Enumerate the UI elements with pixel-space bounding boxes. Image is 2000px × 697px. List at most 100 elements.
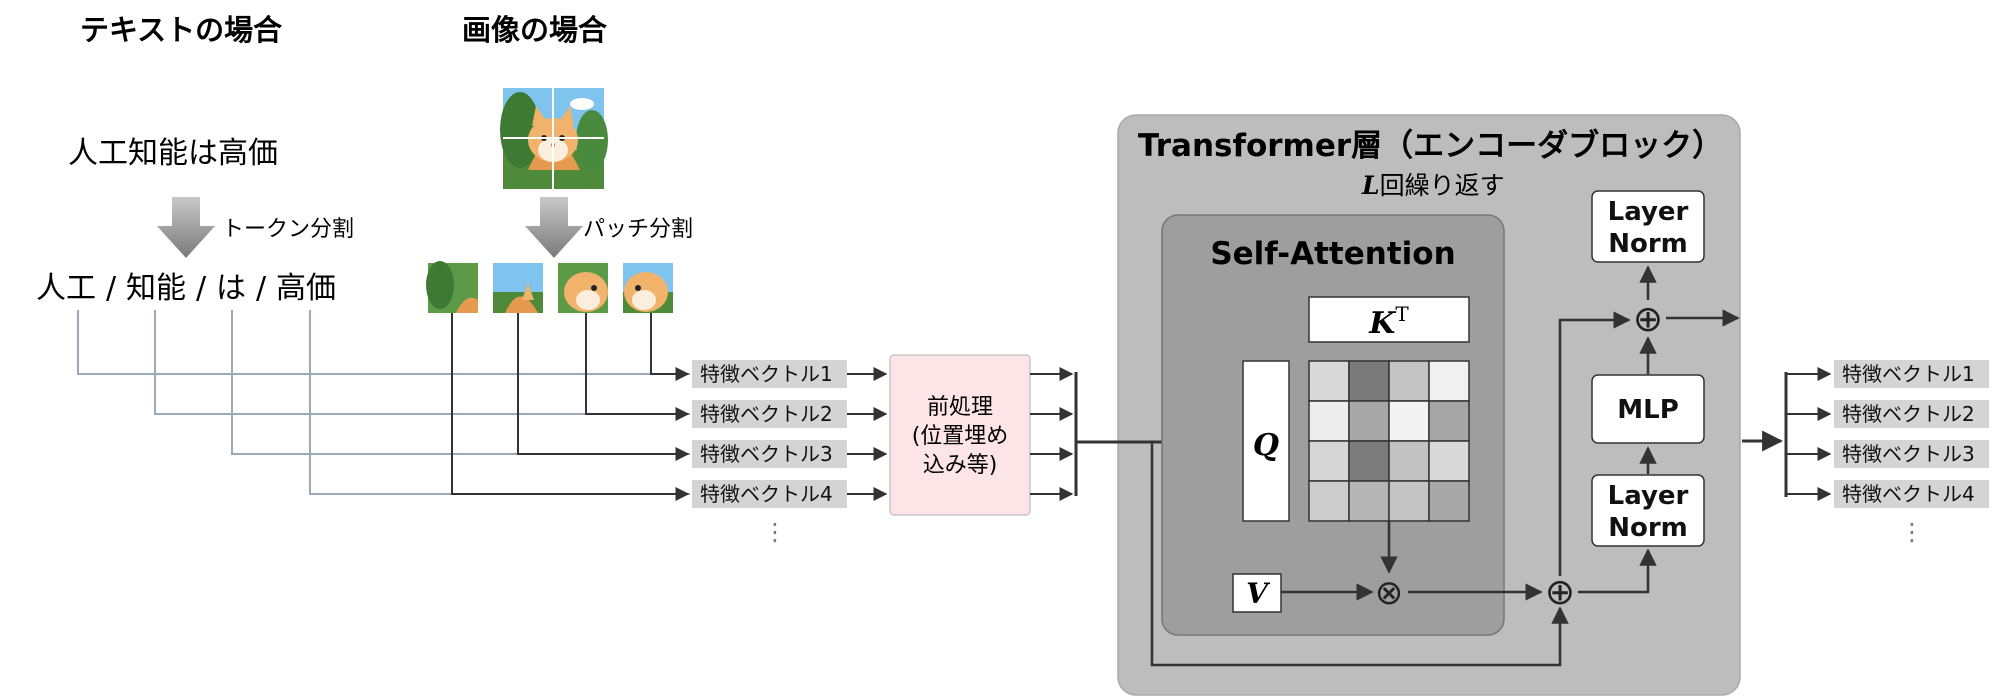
add-icon-2: ⊕ bbox=[1633, 299, 1663, 340]
k-superscript: T bbox=[1395, 302, 1409, 326]
svg-text:KT: KT bbox=[1368, 302, 1409, 341]
input-vector-3: 特徴ベクトル3 bbox=[692, 440, 847, 468]
input-vector-list: 特徴ベクトル1 特徴ベクトル2 特徴ベクトル3 特徴ベクトル4 ⋮ bbox=[692, 360, 847, 546]
output-vector-1-label: 特徴ベクトル1 bbox=[1842, 362, 1975, 386]
attention-cell bbox=[1428, 440, 1470, 482]
output-arrows bbox=[1742, 367, 1832, 501]
input-vector-4: 特徴ベクトル4 bbox=[692, 480, 847, 508]
attention-cell bbox=[1348, 360, 1390, 402]
output-vector-2-label: 特徴ベクトル2 bbox=[1842, 402, 1975, 426]
input-vector-4-label: 特徴ベクトル4 bbox=[700, 482, 833, 506]
preprocess-output-arrows bbox=[1030, 367, 1078, 501]
q-box: Q bbox=[1242, 360, 1290, 522]
token-3: は bbox=[216, 271, 246, 306]
token-separator: / bbox=[196, 271, 207, 306]
input-vector-1: 特徴ベクトル1 bbox=[692, 360, 847, 388]
attention-cell bbox=[1308, 360, 1350, 402]
token-1: 人工 bbox=[36, 271, 96, 306]
repeat-var: L bbox=[1361, 171, 1380, 200]
attention-cell bbox=[1428, 360, 1470, 402]
patch-split-label: パッチ分割 bbox=[583, 217, 693, 242]
token-connector-lines bbox=[77, 310, 690, 495]
output-vector-ellipsis: ⋮ bbox=[1900, 518, 1924, 546]
image-patch-3 bbox=[558, 263, 608, 313]
repeat-label: L回繰り返す bbox=[1361, 171, 1505, 200]
text-sentence: 人工知能は高価 bbox=[68, 136, 278, 171]
patch-split-arrow bbox=[525, 197, 583, 258]
v-label: V bbox=[1246, 577, 1271, 610]
residual-path-2 bbox=[1558, 265, 1740, 594]
layer-norm-upper-line-1: Layer bbox=[1608, 197, 1689, 227]
attention-cell bbox=[1308, 400, 1350, 442]
attention-cell bbox=[1348, 400, 1390, 442]
image-patch-4 bbox=[623, 263, 673, 313]
attention-cell bbox=[1348, 440, 1390, 482]
token-separator: / bbox=[256, 271, 267, 306]
patch-line-3 bbox=[517, 313, 690, 461]
k-transpose-box: KT bbox=[1308, 296, 1470, 343]
preprocess-box: 前処理 (位置埋め 込み等) bbox=[889, 354, 1031, 516]
attention-internal-arrows bbox=[1281, 521, 1543, 601]
preprocess-line-2: (位置埋め bbox=[912, 424, 1009, 449]
token-line-4 bbox=[309, 310, 690, 495]
patch-line-1 bbox=[650, 313, 690, 381]
token-row: 人工 / 知能 / は / 高価 bbox=[36, 271, 336, 306]
preprocess-line-3: 込み等) bbox=[923, 453, 998, 478]
layer-norm-upper-line-2: Norm bbox=[1608, 229, 1688, 259]
layer-norm-box-upper: Layer Norm bbox=[1591, 190, 1705, 263]
token-line-3 bbox=[231, 310, 690, 455]
attention-cell bbox=[1388, 400, 1430, 442]
attention-cell bbox=[1388, 360, 1430, 402]
k-label: K bbox=[1368, 306, 1397, 341]
cat-image bbox=[500, 88, 608, 189]
output-vector-3-label: 特徴ベクトル3 bbox=[1842, 442, 1975, 466]
attention-cell bbox=[1308, 480, 1350, 522]
vector-to-preprocess-arrows bbox=[847, 367, 888, 501]
token-4: 高価 bbox=[276, 271, 336, 306]
patch-line-2 bbox=[585, 313, 690, 421]
token-separator: / bbox=[106, 271, 117, 306]
input-vector-3-label: 特徴ベクトル3 bbox=[700, 442, 833, 466]
input-vector-2-label: 特徴ベクトル2 bbox=[700, 402, 833, 426]
encoder-title: Transformer層（エンコーダブロック） bbox=[1138, 128, 1723, 164]
v-box: V bbox=[1232, 573, 1282, 613]
attention-cell bbox=[1428, 480, 1470, 522]
input-vector-1-label: 特徴ベクトル1 bbox=[700, 362, 833, 386]
attention-matrix bbox=[1308, 360, 1470, 522]
output-vector-list: 特徴ベクトル1 特徴ベクトル2 特徴ベクトル3 特徴ベクトル4 ⋮ bbox=[1834, 360, 1989, 546]
layer-norm-lower-line-1: Layer bbox=[1608, 481, 1689, 511]
image-patch-2 bbox=[493, 263, 543, 313]
layer-norm-box-lower: Layer Norm bbox=[1591, 474, 1705, 547]
token-line-2 bbox=[154, 310, 690, 415]
patch-connector-lines bbox=[451, 313, 690, 501]
attention-cell bbox=[1308, 440, 1350, 482]
input-vector-2: 特徴ベクトル2 bbox=[692, 400, 847, 428]
output-vector-4-label: 特徴ベクトル4 bbox=[1842, 482, 1975, 506]
token-line-1 bbox=[77, 310, 690, 375]
matmul-icon: ⊗ bbox=[1375, 573, 1404, 613]
image-patch-1 bbox=[426, 261, 478, 313]
layer-norm-lower-line-2: Norm bbox=[1608, 513, 1688, 543]
input-vector-ellipsis: ⋮ bbox=[763, 518, 787, 546]
mlp-box: MLP bbox=[1591, 374, 1705, 444]
output-vector-1: 特徴ベクトル1 bbox=[1834, 360, 1989, 388]
add-icon-1: ⊕ bbox=[1545, 572, 1575, 613]
attention-cell bbox=[1348, 480, 1390, 522]
image-section-title: 画像の場合 bbox=[462, 13, 607, 47]
attention-cell bbox=[1428, 400, 1470, 442]
self-attention-title: Self-Attention bbox=[1210, 236, 1455, 272]
preprocess-line-1: 前処理 bbox=[927, 395, 993, 420]
attention-cell bbox=[1388, 440, 1430, 482]
token-2: 知能 bbox=[126, 271, 186, 306]
q-label: Q bbox=[1253, 428, 1279, 463]
token-split-arrow bbox=[157, 197, 215, 258]
patch-line-4 bbox=[451, 313, 690, 501]
output-vector-3: 特徴ベクトル3 bbox=[1834, 440, 1989, 468]
attention-cell bbox=[1388, 480, 1430, 522]
repeat-text: 回繰り返す bbox=[1380, 171, 1505, 200]
mlp-label: MLP bbox=[1617, 395, 1679, 425]
output-vector-4: 特徴ベクトル4 bbox=[1834, 480, 1989, 508]
text-section-title: テキストの場合 bbox=[80, 13, 282, 47]
output-vector-2: 特徴ベクトル2 bbox=[1834, 400, 1989, 428]
